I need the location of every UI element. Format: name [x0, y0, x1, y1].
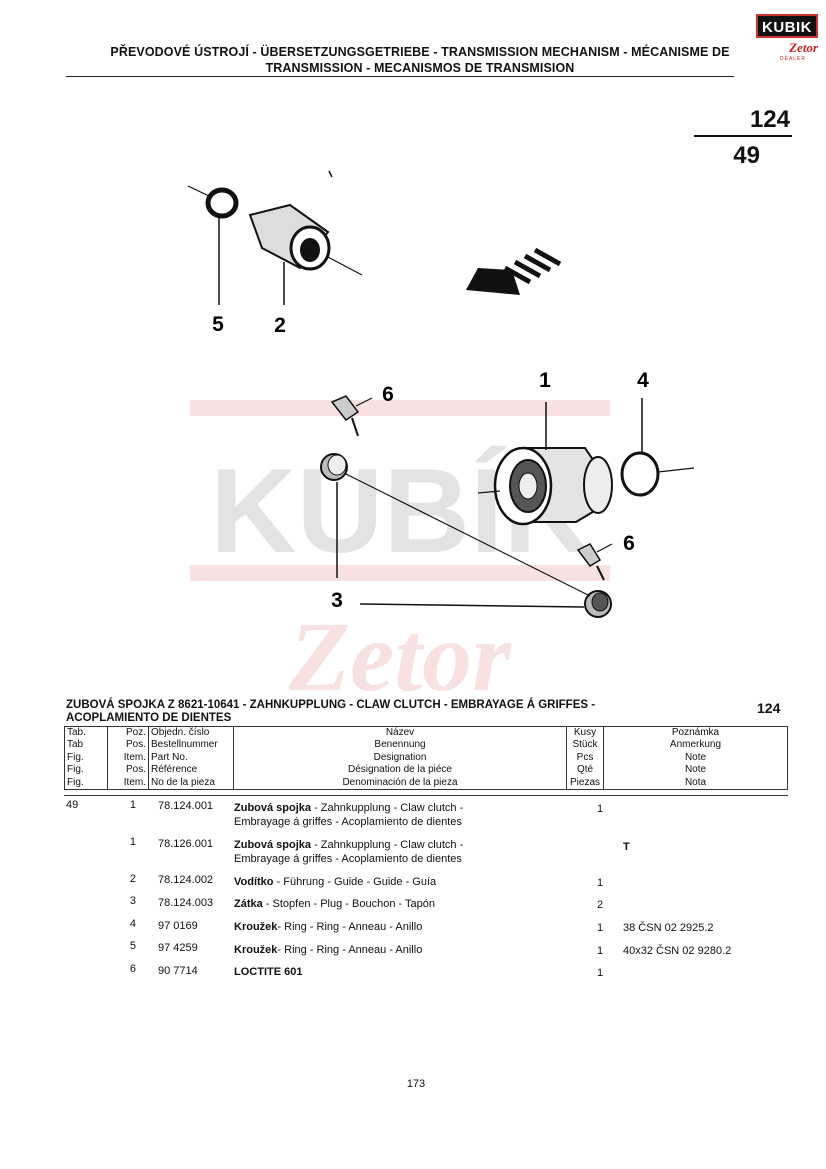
table-divider [64, 795, 788, 796]
page-number: 173 [406, 1078, 426, 1090]
row-part-no: 78.126.001 [158, 838, 214, 850]
row-designation: LOCTITE 601 [234, 966, 303, 978]
exploded-parts-diagram: KUBÍK Zetor 5 2 6 [187, 170, 695, 700]
kubik-logo: KUBIK [756, 14, 818, 38]
row-fig: 49 [66, 799, 79, 811]
parts-table-header: Tab. Tab Fig. Fig. Fig. Poz. Pos. Item. … [64, 725, 788, 791]
ring-part-4 [620, 398, 695, 497]
direction-arrow-icon [466, 247, 562, 295]
row-note: 40x32 ČSN 02 9280.2 [623, 945, 732, 957]
loctite-part-6-upper [330, 395, 373, 437]
clutch-part-1 [477, 402, 613, 526]
zetor-logo: Zetor [789, 40, 818, 55]
row-qty: 1 [596, 803, 604, 815]
callout-1: 1 [539, 369, 551, 392]
row-part-no: 97 0169 [158, 920, 198, 932]
row-part-no: 78.124.002 [158, 874, 214, 886]
callout-3: 3 [331, 589, 343, 612]
plug-part-3 [320, 453, 612, 618]
row-part-no: 78.124.003 [158, 897, 214, 909]
row-designation: Zubová spojka - Zahnkupplung - Claw clut… [234, 802, 464, 828]
ring-part-5 [187, 185, 239, 219]
row-designation: Zátka - Stopfen - Plug - Bouchon - Tapón [234, 898, 435, 910]
page-title: PŘEVODOVÉ ÚSTROJÍ - ÜBERSETZUNGSGETRIEBE… [70, 44, 770, 76]
callout-2: 2 [274, 314, 286, 337]
row-designation: Kroužek- Ring - Ring - Anneau - Anillo [234, 921, 423, 933]
row-note: 38 ČSN 02 2925.2 [623, 922, 714, 934]
row-designation: Kroužek- Ring - Ring - Anneau - Anillo [234, 944, 423, 956]
dealer-logo-text: DEALER [780, 56, 807, 62]
page-title-line1: PŘEVODOVÉ ÚSTROJÍ - ÜBERSETZUNGSGETRIEBE… [110, 45, 730, 59]
header-pos: Poz. Pos. Item. Pos. Item. [107, 725, 149, 791]
header-fig: Tab. Tab Fig. Fig. Fig. [64, 725, 108, 791]
row-pos: 2 [129, 873, 136, 885]
row-qty: 1 [596, 945, 604, 957]
section-title-line1: ZUBOVÁ SPOJKA Z 8621-10641 - ZAHNKUPPLUN… [66, 699, 596, 711]
row-qty: 2 [596, 899, 604, 911]
callout-6-upper: 6 [382, 383, 394, 406]
row-qty: 1 [596, 967, 604, 979]
row-pos: 4 [129, 918, 136, 930]
watermark: KUBÍK Zetor [190, 400, 610, 700]
row-qty: 1 [596, 877, 604, 889]
row-pos: 6 [129, 963, 136, 975]
header-part-no: Objedn. číslo Bestellnummer Part No. Réf… [148, 725, 234, 791]
row-part-no: 97 4259 [158, 942, 198, 954]
row-note: T [623, 841, 630, 853]
callout-4: 4 [637, 369, 649, 392]
row-pos: 1 [129, 836, 136, 848]
loctite-part-6-lower [576, 543, 613, 581]
header-divider [66, 76, 734, 77]
section-number: 124 [757, 700, 781, 716]
page-title-line2: TRANSMISSION - MECANISMOS DE TRANSMISION [265, 61, 575, 75]
page-ref-bottom: 49 [733, 142, 760, 169]
row-qty: 1 [596, 922, 604, 934]
row-designation: Vodítko - Führung - Guide - Guide - Guía [234, 876, 437, 888]
header-designation: Název Benennung Designation Désignation … [233, 725, 567, 791]
page-ref-top: 124 [749, 106, 790, 133]
row-part-no: 78.124.001 [158, 800, 214, 812]
callout-6-lower: 6 [623, 532, 635, 555]
row-part-no: 90 7714 [158, 965, 198, 977]
header-note: Poznámka Anmerkung Note Note Nota [603, 725, 788, 791]
svg-text:Zetor: Zetor [288, 601, 512, 700]
row-pos: 1 [129, 799, 136, 811]
row-designation: Zubová spojka - Zahnkupplung - Claw clut… [234, 839, 464, 865]
callout-5: 5 [212, 313, 224, 336]
header-qty: Kusy Stück Pcs Qté Piezas [566, 725, 604, 791]
row-pos: 5 [129, 940, 136, 952]
row-pos: 3 [129, 895, 136, 907]
page-ref-divider [694, 135, 792, 137]
guide-part-2 [248, 170, 363, 276]
section-title: ZUBOVÁ SPOJKA Z 8621-10641 - ZAHNKUPPLUN… [66, 699, 706, 724]
section-title-line2: ACOPLAMIENTO DE DIENTES [66, 711, 232, 724]
